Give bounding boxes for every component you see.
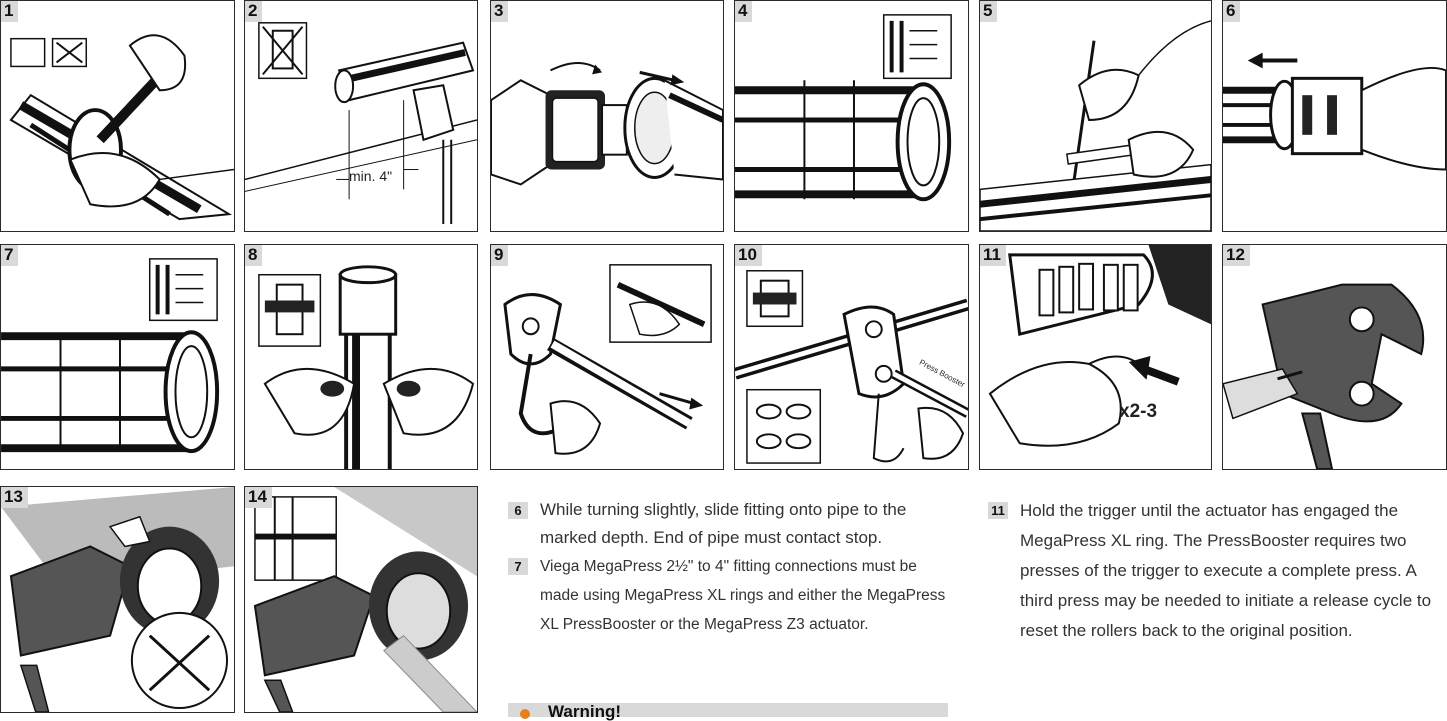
step-14-illustration: 14 — [244, 486, 478, 713]
step-number: 9 — [490, 244, 508, 266]
step-number: 12 — [1222, 244, 1250, 266]
slide-fitting-illustration — [1223, 1, 1446, 231]
instruction-step-7: 7 Viega MegaPress 2½" to 4" fitting conn… — [508, 552, 958, 639]
step-10-illustration: 10 Press Booster — [734, 244, 969, 470]
step-number: 6 — [1222, 0, 1240, 22]
instructions-column-right: 11 Hold the trigger until the actuator h… — [988, 496, 1443, 646]
step-13-illustration: 13 — [0, 486, 235, 713]
final-press-illustration — [245, 487, 477, 712]
step-8-illustration: 8 — [244, 244, 478, 470]
warning-banner: Warning! — [508, 703, 948, 717]
step-number: 2 — [244, 0, 262, 22]
megapress-xl-ring-illustration — [1, 245, 234, 469]
warning-icon — [520, 709, 530, 719]
step-2-illustration: 2 min. 4" — [244, 0, 478, 232]
step-number: 1 — [0, 0, 18, 22]
step-7-illustration: 7 — [0, 244, 235, 470]
step-9-illustration: 9 — [490, 244, 724, 470]
ring-installation-illustration — [245, 245, 477, 469]
instruction-text: Viega MegaPress 2½" to 4" fitting connec… — [540, 558, 945, 633]
inspect-jaw-illustration — [1, 487, 234, 712]
instructions-column-left: 6 While turning slightly, slide fitting … — [508, 496, 958, 639]
step-number: 4 — [734, 0, 752, 22]
step-badge: 7 — [508, 558, 528, 575]
step-badge: 11 — [988, 502, 1008, 519]
step-number: 8 — [244, 244, 262, 266]
press-count-label: x2-3 — [1119, 401, 1157, 423]
trigger-press-illustration — [980, 245, 1211, 469]
instruction-step-6: 6 While turning slightly, slide fitting … — [508, 496, 958, 552]
instruction-step-11: 11 Hold the trigger until the actuator h… — [988, 496, 1443, 646]
fitting-inspection-illustration — [735, 1, 968, 231]
step-6-illustration: 6 — [1222, 0, 1447, 232]
jaw-attach-illustration — [1223, 245, 1446, 469]
warning-label: Warning! — [548, 703, 621, 720]
pipe-support-illustration — [245, 1, 477, 231]
step-number: 10 — [734, 244, 762, 266]
step-11-illustration: 11 x2-3 — [979, 244, 1212, 470]
step-number: 7 — [0, 244, 18, 266]
step-number: 14 — [244, 486, 272, 508]
pipe-cutter-illustration — [1, 1, 234, 231]
step-number: 5 — [979, 0, 997, 22]
step-1-illustration: 1 — [0, 0, 235, 232]
step-badge: 6 — [508, 502, 528, 519]
step-number: 3 — [490, 0, 508, 22]
marking-depth-illustration — [980, 1, 1211, 231]
pressbooster-attach-illustration — [491, 245, 723, 469]
step-12-illustration: 12 — [1222, 244, 1447, 470]
min-distance-label: min. 4" — [349, 168, 392, 184]
step-3-illustration: 3 — [490, 0, 724, 232]
instruction-text: While turning slightly, slide fitting on… — [540, 500, 906, 547]
step-5-illustration: 5 — [979, 0, 1212, 232]
step-4-illustration: 4 — [734, 0, 969, 232]
step-number: 11 — [979, 244, 1006, 266]
press-ring-closing-illustration — [735, 245, 968, 469]
step-number: 13 — [0, 486, 28, 508]
instruction-text: Hold the trigger until the actuator has … — [1020, 501, 1431, 640]
deburring-tool-illustration — [491, 1, 723, 231]
